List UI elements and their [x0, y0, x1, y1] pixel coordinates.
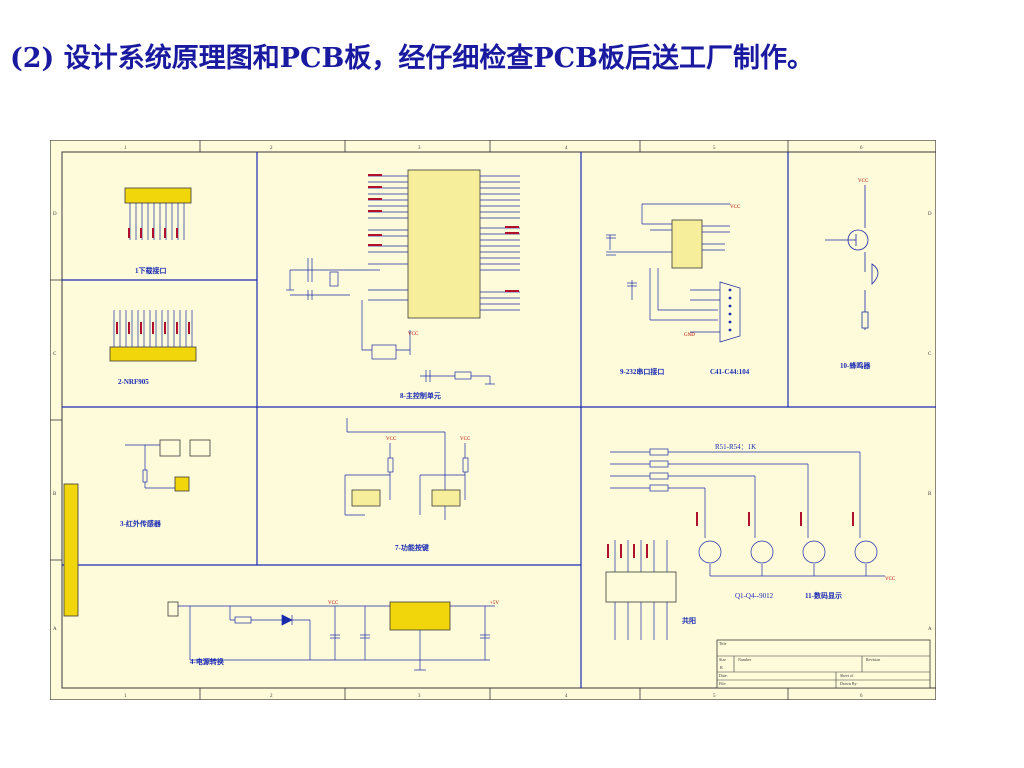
col-label: 5	[713, 146, 716, 151]
common-anode-label: 共阳	[682, 616, 696, 625]
regulator-chip	[389, 601, 451, 631]
title-block-sheet-label: Sheet of	[840, 673, 854, 678]
transistor-note: Q1-Q4--9012	[735, 592, 774, 600]
download-port-section: 1下载接口	[124, 187, 192, 275]
power-label: 4-电源转换	[190, 657, 225, 666]
buzzer-vcc-label: VCC	[858, 179, 869, 184]
ir-receiver	[174, 476, 190, 492]
title-block-file-label: File:	[719, 681, 726, 686]
nrf905-label: 2-NRF905	[118, 378, 149, 386]
col-label: 6	[860, 694, 863, 699]
slide-title: (2) 设计系统原理图和PCB板，经仔细检查PCB板后送工厂制作。	[10, 43, 814, 74]
row-label: D	[53, 212, 57, 217]
keys-section: VCC VCC 7-功能按键	[344, 418, 471, 552]
col-label: 6	[860, 146, 863, 151]
keys-label: 7-功能按键	[395, 543, 429, 552]
ir-sensor	[159, 439, 181, 457]
power-jack	[167, 601, 179, 617]
border-labels: 1 2 3 4 5 6 1 2 3 4 5 6 D C B A D C B A	[53, 146, 932, 699]
mcu-vcc-label: VCC	[408, 332, 419, 337]
col-label: 4	[565, 146, 568, 151]
title-block-size-value: B	[720, 665, 723, 670]
nrf905-section: 2-NRF905	[109, 310, 197, 386]
col-label: 5	[713, 694, 716, 699]
mcu-label: 8-主控制单元	[400, 391, 441, 400]
download-port-label: 1下载接口	[135, 266, 167, 275]
rs232-label: 9-232串口接口	[620, 367, 664, 376]
title-block-date-label: Date:	[719, 673, 728, 678]
title-block-title-label: Title	[719, 641, 727, 646]
power-5v-label: +5V	[490, 601, 499, 606]
rs232-section: VCC GND 9-232串口接口 C41-C44:104	[606, 203, 750, 376]
infrared-section: 3-红外传感器	[63, 439, 211, 617]
mcu-section: VCC 8-主控制单元	[286, 169, 520, 400]
display-section: R51-R54：1K	[605, 443, 896, 640]
schematic-sheet: 1 2 3 4 5 6 1 2 3 4 5 6 D C B A D C B A	[49, 139, 937, 701]
row-label: B	[53, 492, 57, 497]
crystal-circuit	[286, 258, 495, 385]
col-label: 4	[565, 694, 568, 699]
title-block-drawn-label: Drawn By:	[840, 681, 858, 686]
schematic-drawing: 1 2 3 4 5 6 1 2 3 4 5 6 D C B A D C B A	[49, 139, 937, 701]
row-label: C	[928, 352, 932, 357]
mcu-chip	[407, 169, 481, 319]
title-block: Title Size B Number Revision Date: Sheet…	[716, 639, 931, 689]
seven-segment-display	[605, 571, 677, 603]
section-dividers	[62, 152, 936, 688]
buzzer-label: 10-蜂鸣器	[840, 361, 871, 370]
max232-chip	[671, 219, 703, 269]
infrared-label: 3-红外传感器	[120, 519, 162, 528]
rs232-caps-label: C41-C44:104	[710, 368, 750, 376]
power-vcc-label: VCC	[328, 601, 339, 606]
col-label: 3	[418, 146, 421, 151]
row-label: A	[928, 627, 932, 632]
col-label: 3	[418, 694, 421, 699]
key-switch-2	[431, 489, 461, 507]
col-label: 2	[270, 146, 273, 151]
title-block-size-label: Size	[719, 657, 726, 662]
resistor-note: R51-R54：1K	[715, 443, 756, 451]
rs232-gnd-label: GND	[684, 333, 695, 338]
download-header-connector	[124, 187, 192, 204]
mcu-pins-right	[480, 175, 520, 311]
keys-vcc-label-2: VCC	[460, 437, 471, 442]
display-label: 11-数码显示	[805, 591, 842, 600]
title-block-number-label: Number	[738, 657, 752, 662]
keys-vcc-label-1: VCC	[386, 437, 397, 442]
border-ticks	[50, 140, 789, 700]
col-label: 1	[124, 146, 127, 151]
row-label: D	[928, 212, 932, 217]
display-vcc-label: VCC	[885, 577, 896, 582]
expansion-header	[63, 483, 79, 617]
key-switch-1	[351, 489, 381, 507]
buzzer-section: VCC 10-蜂鸣器	[825, 179, 879, 370]
sheet-background	[49, 139, 937, 701]
nrf905-connector	[109, 346, 197, 362]
power-section: VCC +5V 4-电源转换	[167, 601, 499, 671]
row-label: C	[53, 352, 57, 357]
col-label: 1	[124, 694, 127, 699]
row-label: B	[928, 492, 932, 497]
title-block-revision-label: Revision	[866, 657, 880, 662]
col-label: 2	[270, 694, 273, 699]
ir-emitter	[189, 439, 211, 457]
row-label: A	[53, 627, 57, 632]
rs232-vcc-label: VCC	[730, 205, 741, 210]
